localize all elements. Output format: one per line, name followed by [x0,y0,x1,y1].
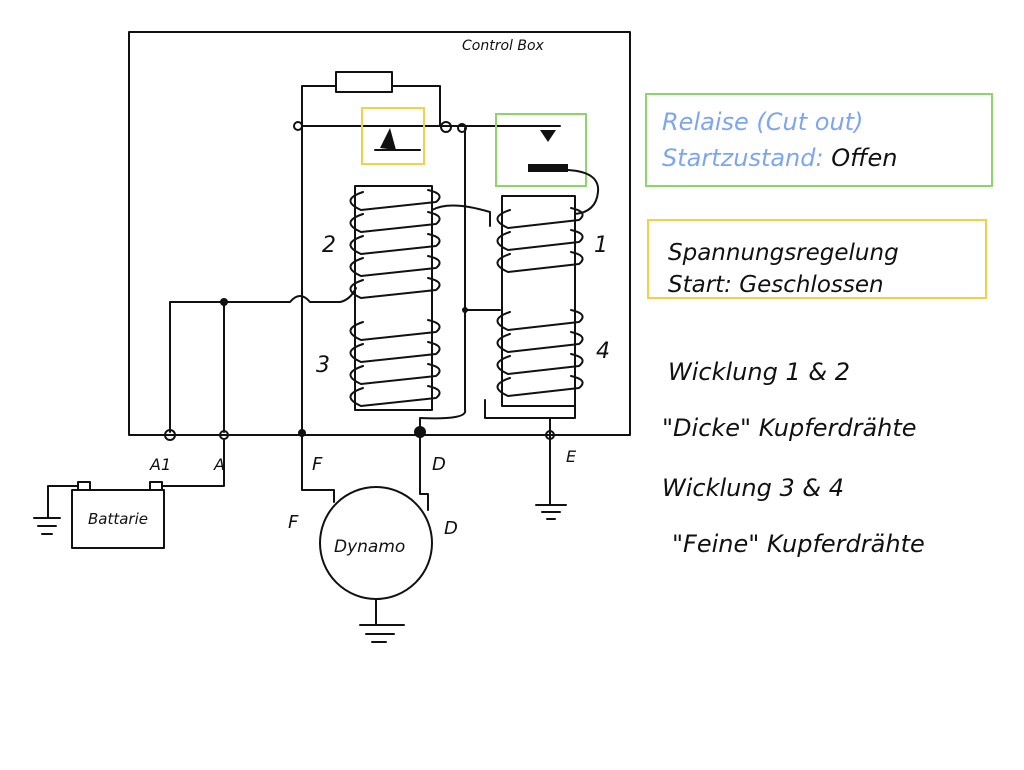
coil-winding [496,331,584,353]
dynamo-wires [301,434,429,643]
coil-winding [496,207,584,229]
ground-icon [535,417,567,520]
coil-winding [496,229,584,251]
control-box-title: Control Box [462,38,545,54]
control-box-outline [128,31,631,436]
coil-label-4: 4 [596,339,610,364]
coil-winding [496,251,584,273]
coil-winding [349,233,441,255]
dynamo-label-d: D [444,518,458,539]
coil-winding [349,211,441,233]
battery-label: Battarie [88,510,148,528]
relay-note-box [645,93,993,187]
terminal-label-e: E [566,447,577,466]
coil-label-2: 2 [322,233,336,258]
terminal-label-d: D [432,454,446,475]
coil-winding [349,255,441,277]
center-wire [419,127,467,433]
coil-right-windings [496,207,584,397]
relay-note-state-value: Offen [831,144,897,172]
coil-right-core [501,195,576,407]
coil-label-3: 3 [316,353,330,378]
cutout-armature-wire [567,169,600,215]
terminal-label-a1: A1 [149,455,171,474]
coil-winding [349,385,441,407]
regulator-note-box [647,219,987,299]
cutout-contact-icon [540,130,556,142]
coil-winding [349,189,441,211]
relay-note-state-label: Startzustand: [662,144,824,172]
coil-left-core [354,185,433,411]
terminal-label-f: F [312,454,323,475]
coil-links [431,204,576,419]
terminal-d[interactable] [414,426,426,438]
coil-winding [349,363,441,385]
regulator-note-title: Spannungsregelung [668,240,899,266]
regulator-contact-box [361,107,425,165]
resistor [335,71,393,93]
resistor-wire [301,85,441,433]
dynamo-label: Dynamo [334,537,405,557]
coil-winding [349,341,441,363]
junction [293,121,303,131]
coil-winding [349,277,441,299]
regulator-note-state: Start: Geschlossen [668,272,884,298]
note-winding-12-desc: "Dicke" Kupferdrähte [662,414,917,442]
coil-label-1: 1 [594,233,608,258]
svg-text:Startzustand: Offen: Startzustand: Offen [662,144,897,172]
dynamo-label-f: F [288,512,299,533]
battery [71,489,165,549]
cutout-contact-armature [528,164,568,172]
note-winding-12: Wicklung 1 & 2 [668,358,850,386]
cutout-contact-box [495,113,587,187]
relay-note-title: Relaise (Cut out) [662,108,863,136]
coil-winding [496,309,584,331]
note-winding-34-desc: "Feine" Kupferdrähte [672,530,925,558]
note-winding-34: Wicklung 3 & 4 [662,474,844,502]
coil-winding [349,319,441,341]
terminal-label-a: A [213,455,225,474]
regulator-contact-icon [380,128,396,150]
coil-left-windings [349,189,441,407]
battery-wires [33,439,225,535]
terminal-a1[interactable] [164,429,176,441]
a-wires [169,287,357,433]
junction [440,121,452,133]
terminal-f[interactable] [298,429,306,437]
coil-winding [496,375,584,397]
coil-winding [496,353,584,375]
